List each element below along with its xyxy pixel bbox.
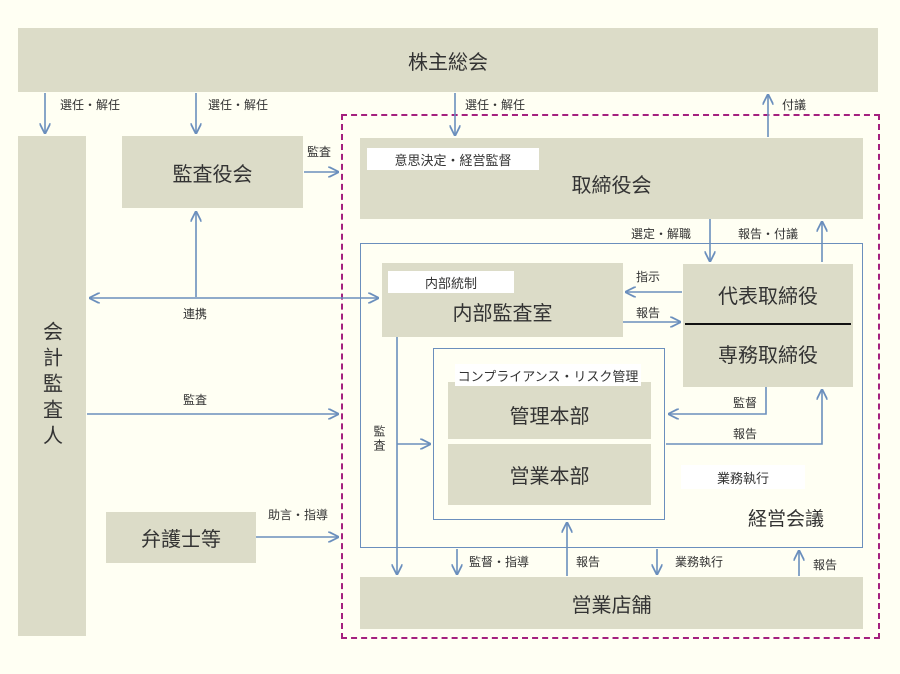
- lawyers-label: 弁護士等: [141, 527, 221, 551]
- label-proposal: 付議: [782, 98, 807, 112]
- business-execution-tag: 業務執行: [681, 465, 805, 489]
- management-meeting-label: 経営会議: [748, 508, 825, 530]
- shareholders-meeting-box: 株主総会: [18, 28, 878, 92]
- label-advice-guidance: 助言・指導: [268, 508, 329, 522]
- executive-divider: [685, 323, 851, 325]
- company-boundary-frame: [341, 114, 880, 639]
- stores-label: 営業店舗: [571, 592, 652, 617]
- management-meeting-frame: [360, 243, 863, 548]
- board-role-tag: 意思決定・経営監督: [367, 148, 539, 170]
- division-frame: [433, 348, 665, 520]
- stores-box: 営業店舗: [360, 577, 863, 629]
- label-cooperation: 連携: [183, 307, 208, 321]
- label-appoint-dismiss-2: 選任・解任: [208, 98, 269, 112]
- label-business-execution-bottom: 業務執行: [675, 555, 724, 569]
- admin-division-label: 管理本部: [509, 404, 590, 428]
- arrow-managing-supervise: [669, 387, 767, 414]
- label-supervise: 監督: [733, 396, 758, 410]
- accounting-auditor-box: 会計監査人: [18, 136, 86, 636]
- label-instruction: 指示: [636, 270, 661, 284]
- shareholders-meeting-label: 株主総会: [408, 49, 488, 74]
- label-report-right: 報告: [813, 558, 838, 572]
- label-select-dismiss: 選定・解職: [631, 227, 692, 241]
- label-report-bottom: 報告: [576, 555, 601, 569]
- sales-division-box: 営業本部: [448, 444, 651, 505]
- label-report-internal: 報告: [636, 306, 661, 320]
- representative-director-label: 代表取締役: [718, 284, 818, 308]
- compliance-tag: コンプライアンス・リスク管理: [455, 364, 641, 386]
- audit-board-label: 監査役会: [172, 161, 253, 186]
- label-appoint-dismiss-3: 選任・解任: [465, 98, 526, 112]
- audit-board-box: 監査役会: [122, 136, 303, 208]
- label-supervise-guidance: 監督・指導: [469, 555, 530, 569]
- label-audit-vertical: 監査: [372, 425, 386, 453]
- internal-audit-office-label: 内部監査室: [452, 300, 553, 325]
- lawyers-box: 弁護士等: [106, 512, 256, 563]
- arrow-division-report: [666, 390, 822, 445]
- board-of-directors-label: 取締役会: [571, 173, 652, 197]
- board-of-directors-box: 取締役会: [360, 138, 863, 219]
- label-audit-top: 監査: [307, 145, 332, 159]
- label-report-proposal: 報告・付議: [738, 227, 799, 241]
- sales-division-label: 営業本部: [509, 464, 590, 488]
- label-report-mid: 報告: [733, 427, 758, 441]
- internal-control-tag: 内部統制: [388, 271, 514, 293]
- admin-division-box: 管理本部: [448, 382, 651, 439]
- label-appoint-dismiss-1: 選任・解任: [60, 98, 121, 112]
- executive-directors-box: 代表取締役 専務取締役: [683, 264, 853, 387]
- managing-director-label: 専務取締役: [718, 343, 818, 367]
- accounting-auditor-label: 会計監査人: [39, 321, 64, 451]
- label-audit-mid: 監査: [183, 393, 208, 407]
